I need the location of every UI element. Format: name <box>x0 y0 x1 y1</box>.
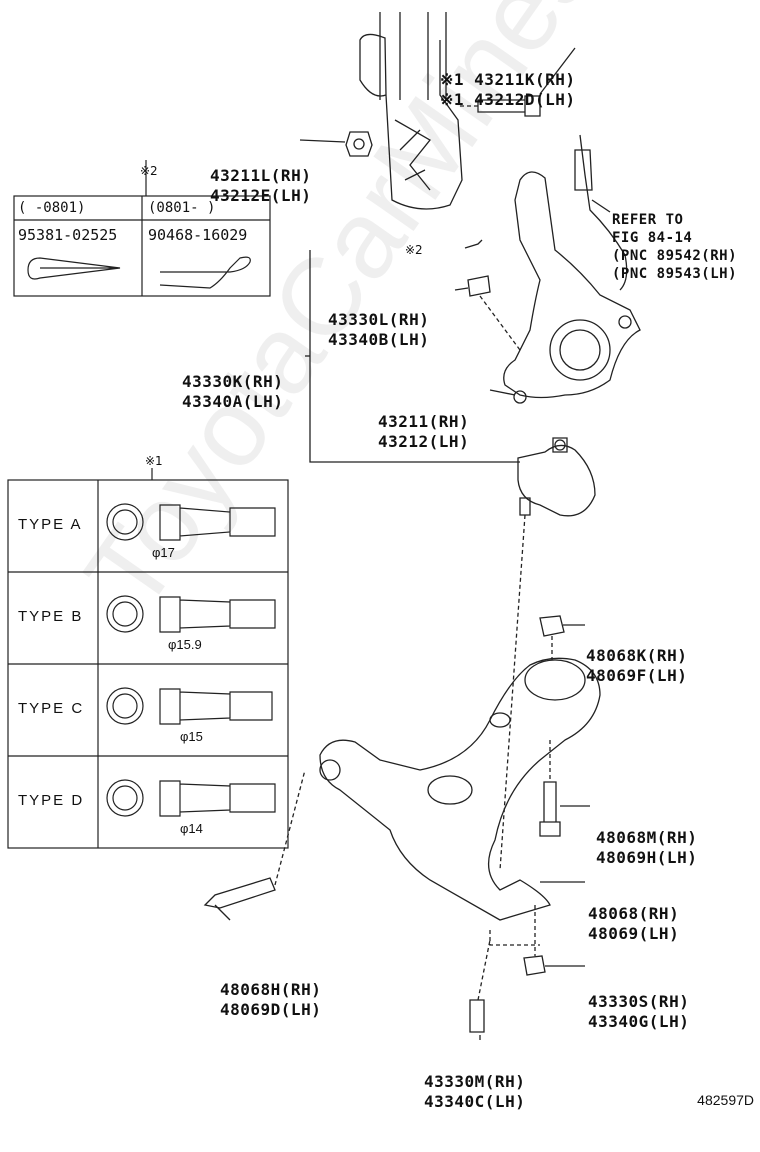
type-c-diameter: φ15 <box>180 729 203 744</box>
pin-part-1: 95381-02525 <box>18 226 118 244</box>
diagram-drawing <box>7 12 641 1040</box>
type-b-diameter: φ15.9 <box>168 637 202 652</box>
type-table-frame <box>7 468 289 849</box>
cotter-pin-icon <box>27 257 121 280</box>
diagram-code: 482597D <box>697 1092 754 1108</box>
parts-diagram: ToyotaCarMines.ru <box>7 0 754 1111</box>
nut-43330S <box>523 955 546 976</box>
callout-48068: 48068(RH)48069(LH) <box>588 904 680 943</box>
steering-knuckle <box>503 171 641 399</box>
nut-43330L <box>467 275 491 297</box>
clip-pin-icon <box>159 256 251 289</box>
type-table-mark: ※1 <box>145 454 163 468</box>
nut-43211L <box>345 131 373 157</box>
type-b-label: TYPE B <box>18 608 84 625</box>
callout-43211L: 43211L(RH)43212E(LH) <box>210 166 312 205</box>
type-a-diameter: φ17 <box>152 545 175 560</box>
type-d-label: TYPE D <box>18 792 85 809</box>
callout-43330L: 43330L(RH)43340B(LH) <box>328 310 430 349</box>
pin-part-2: 90468-16029 <box>148 226 248 244</box>
callout-48068M: 48068M(RH)48069H(LH) <box>596 828 698 867</box>
strut-bracket <box>359 33 463 210</box>
nut-48068K <box>539 615 565 637</box>
callout-43330K: 43330K(RH)43340A(LH) <box>182 372 284 411</box>
lower-control-arm <box>319 657 601 921</box>
hub-bolts <box>106 503 276 817</box>
callout-48068K: 48068K(RH)48069F(LH) <box>586 646 688 685</box>
pin-table-frame <box>13 160 271 297</box>
callout-48068H: 48068H(RH)48069D(LH) <box>220 980 322 1019</box>
callout-43330S: 43330S(RH)43340G(LH) <box>588 992 690 1031</box>
abs-sensor-wire <box>579 134 628 291</box>
cotter-pin <box>464 239 483 249</box>
pin-table-header-1: ( -0801) <box>18 200 86 216</box>
type-d-diameter: φ14 <box>180 821 203 836</box>
strut-body <box>379 12 447 100</box>
callout-43211: 43211(RH)43212(LH) <box>378 412 470 451</box>
bolt-43330M <box>469 999 485 1033</box>
callout-43330M: 43330M(RH)43340C(LH) <box>424 1072 526 1111</box>
bolt-48068H <box>203 877 276 909</box>
bolt-43211K <box>477 95 541 117</box>
callout-43211K: ※1 43211K(RH)※1 43212D(LH) <box>440 70 576 109</box>
bolt-48068M <box>539 781 561 837</box>
pin-table-mark: ※2 <box>140 164 158 178</box>
callout-mark2: ※2 <box>405 243 423 257</box>
type-a-label: TYPE A <box>18 516 83 533</box>
pin-table-header-2: (0801- ) <box>148 200 216 216</box>
type-c-label: TYPE C <box>18 700 85 717</box>
